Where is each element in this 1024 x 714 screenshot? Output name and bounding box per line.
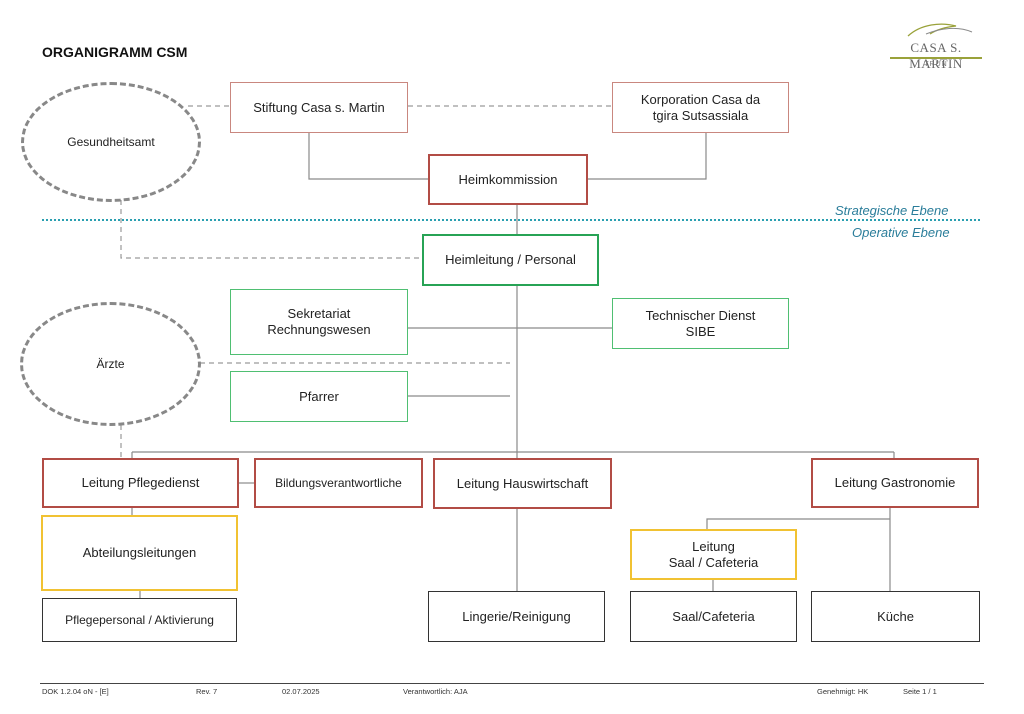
operative-level-label: Operative Ebene bbox=[852, 225, 950, 240]
line-stiftung-heimkommission bbox=[308, 133, 428, 180]
box-stiftung: Stiftung Casa s. Martin bbox=[230, 82, 408, 133]
logo-text: CASA S. MARTIN bbox=[909, 40, 963, 71]
oval-aerzte: Ärzte bbox=[20, 302, 201, 426]
dashed-gesundheitsamt-heimleitung bbox=[120, 200, 422, 259]
logo-underline bbox=[890, 57, 982, 59]
line-korporation-heimkommission bbox=[588, 133, 707, 180]
strategic-level-label: Strategische Ebene bbox=[835, 203, 949, 218]
box-pflegepersonal: Pflegepersonal / Aktivierung bbox=[42, 598, 237, 642]
casa-s-martin-logo: CASA S. MARTIN TRUN bbox=[886, 18, 986, 72]
box-abteilungsleitungen: Abteilungsleitungen bbox=[41, 515, 238, 591]
logo-subtext: TRUN bbox=[924, 61, 948, 68]
line-gastronomie-saal bbox=[706, 518, 890, 529]
box-leitung-gastronomie: Leitung Gastronomie bbox=[811, 458, 979, 508]
oval-gesundheitsamt: Gesundheitsamt bbox=[21, 82, 201, 202]
footer-responsible: Verantwortlich: AJA bbox=[403, 687, 468, 696]
footer-page: Seite 1 / 1 bbox=[903, 687, 937, 696]
box-heimleitung: Heimleitung / Personal bbox=[422, 234, 599, 286]
box-sekretariat: Sekretariat Rechnungswesen bbox=[230, 289, 408, 355]
box-technischer-dienst: Technischer Dienst SIBE bbox=[612, 298, 789, 349]
footer-doc: DOK 1.2.04 oN - [E] bbox=[42, 687, 109, 696]
box-heimkommission: Heimkommission bbox=[428, 154, 588, 205]
box-leitung-saal: Leitung Saal / Cafeteria bbox=[630, 529, 797, 580]
box-lingerie: Lingerie/Reinigung bbox=[428, 591, 605, 642]
page-title: ORGANIGRAMM CSM bbox=[42, 44, 188, 60]
oval-label: Gesundheitsamt bbox=[67, 135, 155, 149]
footer-approved: Genehmigt: HK bbox=[817, 687, 869, 696]
footer-rev: Rev. 7 bbox=[196, 687, 218, 696]
box-pfarrer: Pfarrer bbox=[230, 371, 408, 422]
hands-logo-icon bbox=[907, 23, 973, 37]
box-leitung-pflegedienst: Leitung Pflegedienst bbox=[42, 458, 239, 508]
footer-divider bbox=[40, 683, 984, 684]
box-bildungsverantwortliche: Bildungsverantwortliche bbox=[254, 458, 423, 508]
box-leitung-hauswirtschaft: Leitung Hauswirtschaft bbox=[433, 458, 612, 509]
box-korporation: Korporation Casa da tgira Sutsassiala bbox=[612, 82, 789, 133]
footer-date: 02.07.2025 bbox=[282, 687, 320, 696]
oval-label: Ärzte bbox=[96, 357, 125, 371]
box-kueche: Küche bbox=[811, 591, 980, 642]
box-saal-cafeteria: Saal/Cafeteria bbox=[630, 591, 797, 642]
